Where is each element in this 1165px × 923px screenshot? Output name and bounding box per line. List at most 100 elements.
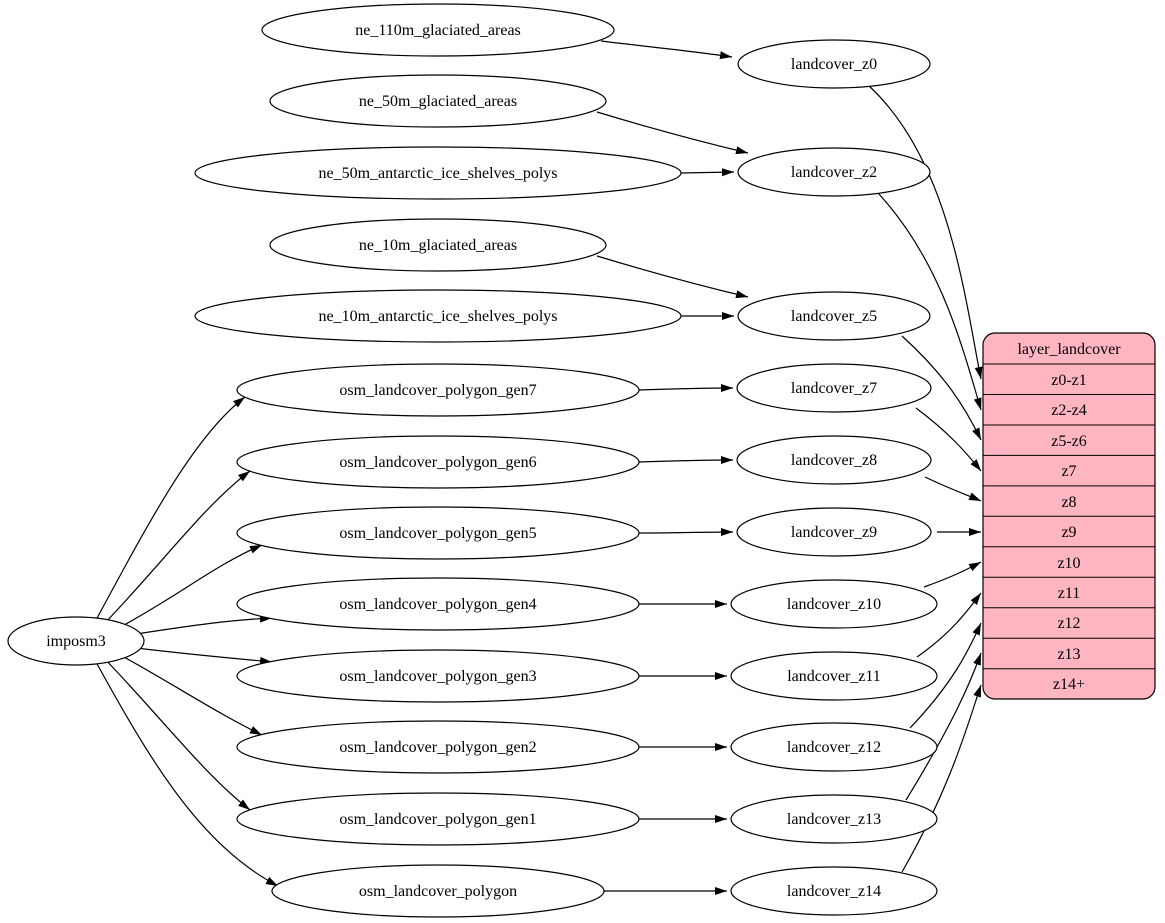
table-row-z0-z1: z0-z1 bbox=[1051, 372, 1087, 389]
node-osm-landcover-polygon-gen5: osm_landcover_polygon_gen5 bbox=[236, 506, 640, 560]
node-osm-landcover-polygon-gen4: osm_landcover_polygon_gen4 bbox=[236, 577, 640, 631]
landcover-z0-label: landcover_z0 bbox=[791, 56, 877, 73]
node-ne-50m-glaciated-areas: ne_50m_glaciated_areas bbox=[269, 74, 607, 128]
landcover-z11-ellipse bbox=[730, 651, 938, 701]
landcover-z9-ellipse bbox=[736, 507, 932, 557]
node-ne-110m-glaciated-areas: ne_110m_glaciated_areas bbox=[261, 3, 615, 57]
edge-landcover_z8-row-z8 bbox=[924, 476, 982, 502]
landcover-z14-ellipse bbox=[730, 866, 938, 916]
ne-10m-antarctic-ice-shelves-polys-ellipse bbox=[194, 289, 682, 343]
table-row-z10: z10 bbox=[1057, 555, 1080, 572]
ne-50m-antarctic-ice-shelves-polys-ellipse bbox=[194, 146, 682, 200]
landcover-z9-label: landcover_z9 bbox=[791, 524, 877, 541]
edge-landcover_z13-row-z13 bbox=[905, 652, 982, 801]
node-landcover-z12: landcover_z12 bbox=[730, 722, 938, 772]
node-landcover-z7: landcover_z7 bbox=[736, 363, 932, 413]
ne-10m-glaciated-areas-label: ne_10m_glaciated_areas bbox=[359, 237, 517, 254]
edge-imposm3-osm_landcover_polygon_gen2 bbox=[114, 651, 263, 736]
osm-landcover-polygon-gen3-label: osm_landcover_polygon_gen3 bbox=[339, 668, 536, 685]
edge-ne_10m_glaciated_areas-landcover_z5 bbox=[596, 255, 749, 299]
osm-landcover-polygon-ellipse bbox=[271, 864, 605, 918]
node-landcover-z11: landcover_z11 bbox=[730, 651, 938, 701]
edge-landcover_z10-row-z10 bbox=[923, 561, 982, 588]
edge-landcover_z0-row-z0-z1 bbox=[867, 84, 983, 380]
landcover-z2-label: landcover_z2 bbox=[791, 164, 877, 181]
osm-landcover-polygon-label: osm_landcover_polygon bbox=[359, 883, 517, 900]
table-row-z13: z13 bbox=[1057, 646, 1080, 663]
edge-landcover_z12-row-z12 bbox=[909, 622, 982, 729]
node-osm-landcover-polygon-gen3: osm_landcover_polygon_gen3 bbox=[236, 649, 640, 703]
node-ne-10m-glaciated-areas: ne_10m_glaciated_areas bbox=[269, 218, 607, 272]
landcover-z10-ellipse bbox=[730, 579, 938, 629]
edge-ne_50m_antarctic_ice_shelves_polys-landcover_z2 bbox=[680, 168, 735, 177]
table-row-z2-z4: z2-z4 bbox=[1051, 402, 1087, 419]
osm-landcover-polygon-gen7-label: osm_landcover_polygon_gen7 bbox=[339, 382, 536, 399]
ne-10m-glaciated-areas-ellipse bbox=[269, 218, 607, 272]
landcover-z13-ellipse bbox=[730, 794, 938, 844]
osm-landcover-polygon-gen6-ellipse bbox=[236, 435, 640, 489]
node-osm-landcover-polygon-gen7: osm_landcover_polygon_gen7 bbox=[236, 363, 640, 417]
node-ne-10m-antarctic-ice-shelves-polys: ne_10m_antarctic_ice_shelves_polys bbox=[194, 289, 682, 343]
table-row-z8: z8 bbox=[1061, 494, 1076, 511]
edge-imposm3-osm_landcover_polygon_gen4 bbox=[135, 614, 273, 635]
landcover-z7-label: landcover_z7 bbox=[791, 380, 877, 397]
node-layer-landcover-table: layer_landcover z0-z1 z2-z4 z5-z6 z7 z8 … bbox=[982, 332, 1156, 700]
ne-50m-glaciated-areas-label: ne_50m_glaciated_areas bbox=[359, 93, 517, 110]
edge-ne_50m_glaciated_areas-landcover_z2 bbox=[596, 111, 749, 155]
landcover-z13-label: landcover_z13 bbox=[787, 811, 881, 828]
osm-landcover-polygon-gen2-ellipse bbox=[236, 720, 640, 774]
table-row-z9: z9 bbox=[1061, 524, 1076, 541]
osm-landcover-polygon-gen1-ellipse bbox=[236, 792, 640, 846]
node-landcover-z0: landcover_z0 bbox=[737, 39, 931, 89]
landcover-z7-ellipse bbox=[736, 363, 932, 413]
landcover-z11-label: landcover_z11 bbox=[787, 668, 881, 685]
node-osm-landcover-polygon-gen6: osm_landcover_polygon_gen6 bbox=[236, 435, 640, 489]
edge-osm_landcover_polygon_gen5-landcover_z9 bbox=[638, 528, 734, 537]
node-landcover-z9: landcover_z9 bbox=[736, 507, 932, 557]
edge-ne_110m_glaciated_areas-landcover_z0 bbox=[600, 40, 733, 60]
node-landcover-z13: landcover_z13 bbox=[730, 794, 938, 844]
ne-50m-glaciated-areas-ellipse bbox=[269, 74, 607, 128]
landcover-z0-ellipse bbox=[737, 39, 931, 89]
landcover-z8-label: landcover_z8 bbox=[791, 452, 877, 469]
landcover-z12-label: landcover_z12 bbox=[787, 739, 881, 756]
edge-landcover_z7-row-z7 bbox=[915, 407, 982, 472]
edge-landcover_z5-row-z5-z6 bbox=[901, 335, 982, 441]
node-ne-50m-antarctic-ice-shelves-polys: ne_50m_antarctic_ice_shelves_polys bbox=[194, 146, 682, 200]
osm-landcover-polygon-gen5-ellipse bbox=[236, 506, 640, 560]
node-osm-landcover-polygon: osm_landcover_polygon bbox=[271, 864, 605, 918]
osm-landcover-polygon-gen4-ellipse bbox=[236, 577, 640, 631]
landcover-z12-ellipse bbox=[730, 722, 938, 772]
node-osm-landcover-polygon-gen2: osm_landcover_polygon_gen2 bbox=[236, 720, 640, 774]
edge-imposm3-osm_landcover_polygon_gen3 bbox=[135, 647, 273, 665]
landcover-z8-ellipse bbox=[736, 435, 932, 485]
node-landcover-z2: landcover_z2 bbox=[737, 147, 931, 197]
edge-imposm3-osm_landcover_polygon_gen7 bbox=[95, 396, 246, 621]
table-row-z14plus: z14+ bbox=[1053, 676, 1085, 693]
table-row-z12: z12 bbox=[1057, 615, 1080, 632]
osm-landcover-polygon-gen3-ellipse bbox=[236, 649, 640, 703]
table-row-z11: z11 bbox=[1058, 585, 1081, 602]
ne-10m-antarctic-ice-shelves-polys-label: ne_10m_antarctic_ice_shelves_polys bbox=[318, 308, 557, 325]
osm-landcover-polygon-gen6-label: osm_landcover_polygon_gen6 bbox=[339, 454, 536, 471]
node-landcover-z14: landcover_z14 bbox=[730, 866, 938, 916]
osm-landcover-polygon-gen5-label: osm_landcover_polygon_gen5 bbox=[339, 525, 536, 542]
edge-landcover_z14-row-z14plus bbox=[901, 684, 982, 873]
osm-landcover-polygon-gen4-label: osm_landcover_polygon_gen4 bbox=[339, 596, 536, 613]
landcover-z5-ellipse bbox=[737, 291, 931, 341]
table-row-z5-z6: z5-z6 bbox=[1051, 433, 1087, 450]
ne-50m-antarctic-ice-shelves-polys-label: ne_50m_antarctic_ice_shelves_polys bbox=[318, 165, 557, 182]
osm-landcover-polygon-gen2-label: osm_landcover_polygon_gen2 bbox=[339, 739, 536, 756]
edge-imposm3-osm_landcover_polygon_gen1 bbox=[103, 657, 251, 811]
table-row-z7: z7 bbox=[1061, 463, 1076, 480]
imposm3-label: imposm3 bbox=[46, 633, 106, 650]
osm-landcover-polygon-gen1-label: osm_landcover_polygon_gen1 bbox=[339, 811, 536, 828]
edge-osm_landcover_polygon_gen6-landcover_z8 bbox=[638, 456, 734, 465]
edge-imposm3-osm_landcover_polygon_gen6 bbox=[103, 470, 251, 625]
osm-landcover-polygon-gen7-ellipse bbox=[236, 363, 640, 417]
edge-landcover_z11-row-z11 bbox=[916, 592, 982, 658]
node-osm-landcover-polygon-gen1: osm_landcover_polygon_gen1 bbox=[236, 792, 640, 846]
landcover-z5-label: landcover_z5 bbox=[791, 308, 877, 325]
